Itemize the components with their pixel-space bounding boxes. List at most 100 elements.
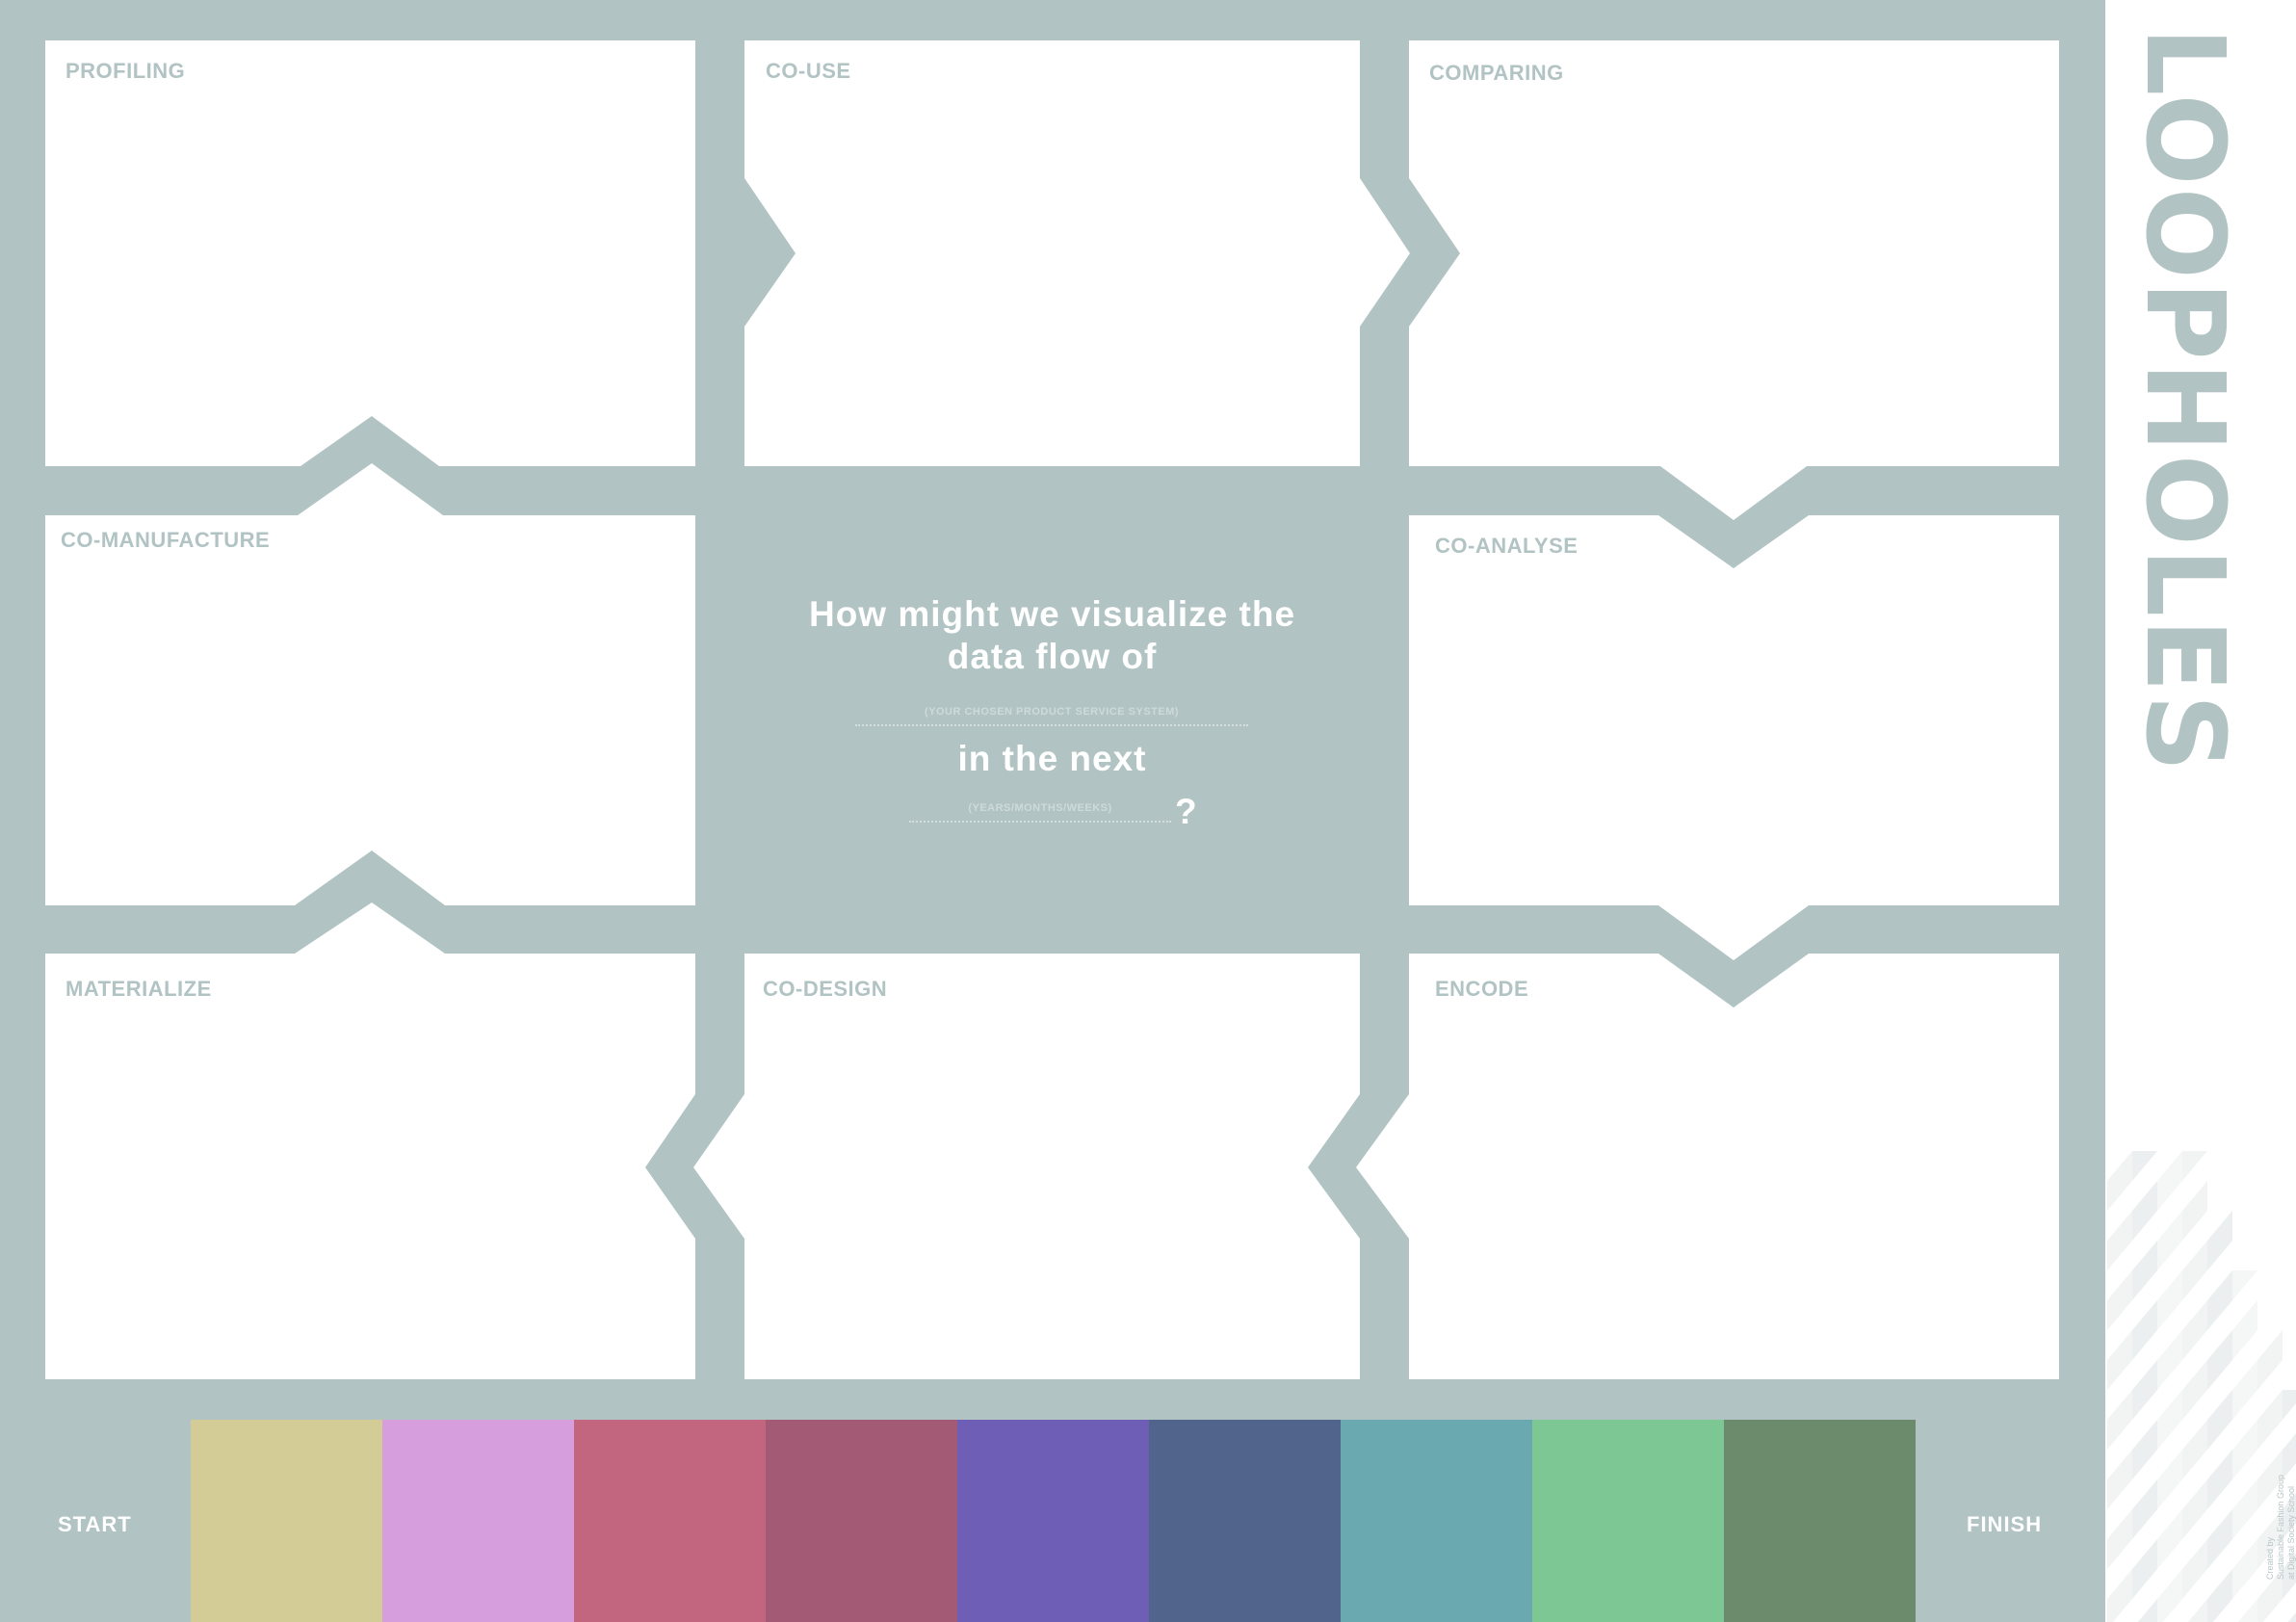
panel-materialize[interactable] [45, 903, 695, 1379]
pattern-triangle [2257, 1539, 2283, 1569]
pattern-triangle [2132, 1569, 2157, 1599]
panel-comparing[interactable] [1409, 40, 2059, 520]
pattern-triangle [2107, 1300, 2132, 1330]
pattern-triangle [2157, 1330, 2182, 1360]
pattern-triangle [2132, 1360, 2157, 1390]
color-step-3 [574, 1420, 766, 1622]
pattern-triangle [2182, 1241, 2207, 1270]
hint-timeframe: (YEARS/MONTHS/WEEKS) [968, 802, 1112, 814]
panel-profiling[interactable] [45, 40, 695, 466]
start-label: START [58, 1512, 132, 1536]
pattern-triangle [2182, 1450, 2207, 1479]
pattern-triangle [2237, 1599, 2257, 1622]
hint-product-system: (YOUR CHOSEN PRODUCT SERVICE SYSTEM) [924, 706, 1180, 718]
pattern-triangle [2132, 1181, 2157, 1211]
pattern-triangle [2207, 1599, 2232, 1622]
color-step-5 [957, 1420, 1149, 1622]
pattern-triangle [2157, 1270, 2182, 1300]
pattern-triangle [2207, 1270, 2232, 1300]
pattern-triangle [2287, 1612, 2296, 1622]
pattern-triangle [2257, 1360, 2283, 1390]
pattern-triangle [2232, 1390, 2257, 1420]
pattern-triangle [2207, 1539, 2232, 1569]
label-encode: ENCODE [1435, 977, 1529, 1001]
pattern-triangle [2107, 1270, 2132, 1300]
pattern-triangle [2232, 1479, 2257, 1509]
pattern-triangle [2132, 1211, 2157, 1241]
pattern-triangle [2132, 1420, 2157, 1450]
panel-co-use[interactable] [744, 40, 1410, 466]
pattern-triangle [2157, 1569, 2182, 1599]
panel-co-design[interactable] [693, 954, 1360, 1379]
color-step-2 [382, 1420, 574, 1622]
color-step-9 [1724, 1420, 1916, 1622]
pattern-triangle [2182, 1270, 2207, 1300]
pattern-triangle [2207, 1360, 2232, 1390]
pattern-triangle [2232, 1539, 2257, 1569]
pattern-triangle [2182, 1539, 2207, 1569]
pattern-triangle [2137, 1599, 2157, 1622]
pattern-triangle [2107, 1450, 2132, 1479]
pattern-triangle [2107, 1509, 2132, 1539]
color-step-8 [1532, 1420, 1724, 1622]
pattern-triangle [2283, 1450, 2296, 1479]
pattern-triangle [2232, 1450, 2257, 1479]
pattern-triangle [2207, 1390, 2232, 1420]
question-line-2: data flow of [947, 637, 1158, 676]
pattern-triangle [2182, 1569, 2207, 1599]
pattern-triangle [2132, 1450, 2157, 1479]
panel-co-analyse[interactable] [1409, 515, 2059, 960]
decorative-pattern [2107, 1151, 2296, 1622]
pattern-triangle [2132, 1151, 2157, 1181]
pattern-triangle [2157, 1211, 2182, 1241]
pattern-triangle [2107, 1151, 2132, 1181]
pattern-triangle [2132, 1300, 2157, 1330]
pattern-triangle [2157, 1479, 2182, 1509]
pattern-triangle [2283, 1390, 2296, 1420]
pattern-triangle [2157, 1509, 2182, 1539]
pattern-triangle [2257, 1599, 2283, 1622]
pattern-triangle [2207, 1241, 2232, 1270]
label-co-use: CO-USE [766, 59, 851, 83]
panel-encode[interactable] [1356, 954, 2059, 1379]
pattern-triangle [2207, 1420, 2232, 1450]
pattern-triangle [2132, 1241, 2157, 1270]
color-step-6 [1149, 1420, 1341, 1622]
pattern-triangle [2182, 1151, 2207, 1181]
pattern-triangle [2232, 1360, 2257, 1390]
pattern-triangle [2207, 1330, 2232, 1360]
pattern-triangle [2107, 1479, 2132, 1509]
pattern-triangle [2182, 1509, 2207, 1539]
pattern-triangle [2157, 1241, 2182, 1270]
credit-line-2: Sustainable Fashion Group [2276, 1474, 2285, 1580]
label-comparing: COMPARING [1429, 61, 1564, 85]
pattern-triangle [2182, 1479, 2207, 1509]
blank-timeframe[interactable] [909, 821, 1171, 823]
pattern-triangle [2182, 1420, 2207, 1450]
label-materialize: MATERIALIZE [65, 977, 212, 1001]
pattern-triangle [2182, 1390, 2207, 1420]
pattern-triangle [2257, 1479, 2283, 1509]
label-co-manufacture: CO-MANUFACTURE [61, 528, 271, 552]
pattern-triangle [2132, 1479, 2157, 1509]
question-mark: ? [1175, 792, 1198, 831]
color-step-4 [766, 1420, 957, 1622]
blank-product-system[interactable] [855, 724, 1248, 726]
pattern-triangle [2232, 1270, 2257, 1300]
pattern-triangle [2132, 1539, 2157, 1569]
pattern-triangle [2157, 1360, 2182, 1390]
panel-co-manufacture[interactable] [45, 463, 695, 905]
pattern-triangle [2107, 1360, 2132, 1390]
pattern-triangle [2257, 1450, 2283, 1479]
pattern-triangle [2182, 1300, 2207, 1330]
pattern-triangle [2257, 1420, 2283, 1450]
pattern-triangle [2207, 1211, 2232, 1241]
pattern-triangle [2207, 1509, 2232, 1539]
pattern-triangle [2283, 1569, 2296, 1599]
pattern-triangle [2232, 1330, 2257, 1360]
pattern-triangle [2107, 1330, 2132, 1360]
pattern-triangle [2107, 1211, 2132, 1241]
pattern-triangle [2107, 1181, 2132, 1211]
